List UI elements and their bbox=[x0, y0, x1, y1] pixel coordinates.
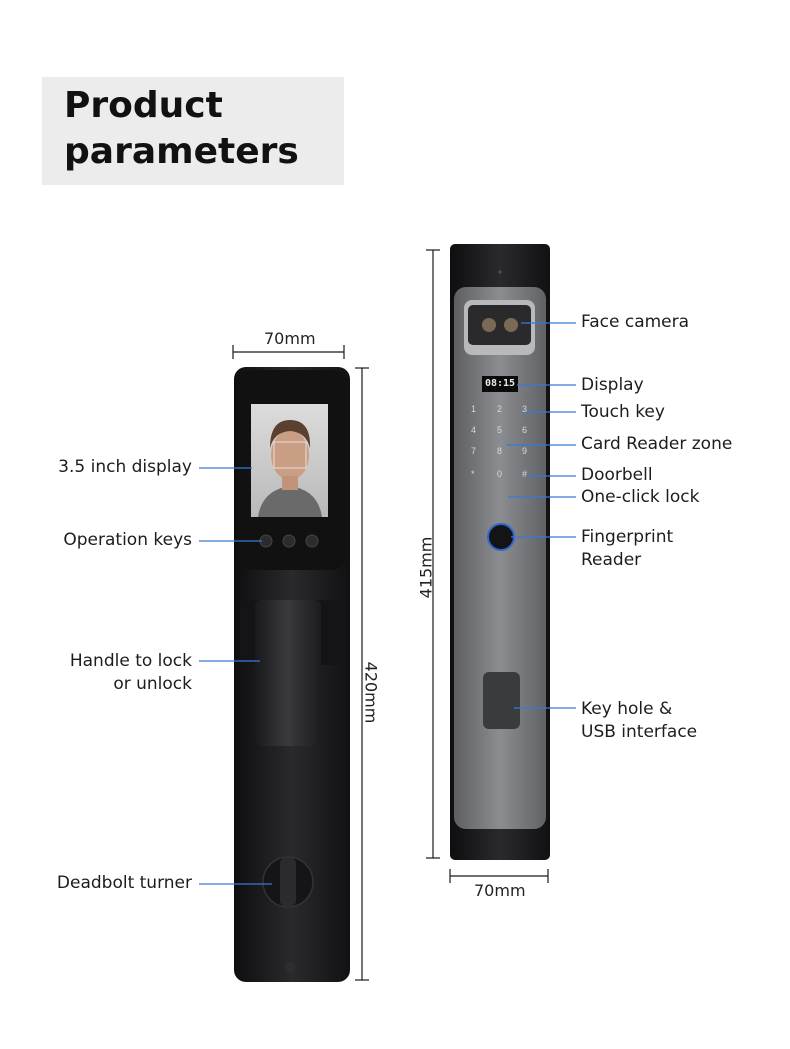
fingerprint-reader bbox=[487, 523, 515, 551]
key-5: 5 bbox=[497, 425, 503, 435]
page-title: Product parameters bbox=[64, 85, 299, 172]
mini-display-time: 08:15 bbox=[484, 378, 516, 389]
callout-display: Display bbox=[581, 375, 644, 395]
callout-operation-keys: Operation keys bbox=[63, 530, 192, 550]
face-camera bbox=[464, 300, 535, 355]
key-0: 0 bbox=[497, 469, 503, 479]
right-height-label: 415mm bbox=[416, 536, 436, 599]
key-2: 2 bbox=[497, 404, 503, 414]
keyhole-cover bbox=[483, 672, 520, 729]
callout-card-reader-zone: Card Reader zone bbox=[581, 434, 733, 454]
deadbolt-turner bbox=[262, 856, 314, 908]
keypad: 1 2 3 4 5 6 7 8 9 * 0 # bbox=[467, 404, 535, 482]
callout-handle: Handle to lock or unlock bbox=[69, 651, 192, 694]
callout-deadbolt-turner: Deadbolt turner bbox=[56, 873, 192, 893]
callout-3-5-inch-display: 3.5 inch display bbox=[58, 457, 192, 477]
right-width-label: 70mm bbox=[474, 881, 526, 900]
face-display-screen bbox=[251, 404, 328, 517]
key-hash: # bbox=[522, 469, 528, 479]
callout-one-click-lock: One-click lock bbox=[581, 487, 700, 507]
callout-lines bbox=[199, 322, 576, 885]
key-9: 9 bbox=[522, 446, 528, 456]
key-6: 6 bbox=[522, 425, 528, 435]
callout-doorbell: Doorbell bbox=[581, 465, 653, 485]
callout-touch-key: Touch key bbox=[581, 402, 665, 422]
handle bbox=[240, 600, 340, 746]
screw bbox=[285, 962, 295, 972]
callout-fingerprint-reader: Fingerprint Reader bbox=[581, 527, 674, 570]
right-lock bbox=[450, 244, 550, 860]
title-box: Product parameters bbox=[42, 77, 344, 185]
key-8: 8 bbox=[497, 446, 503, 456]
dimension-lines bbox=[232, 249, 549, 981]
left-height-label: 420mm bbox=[361, 661, 381, 724]
callout-key-hole-usb: Key hole & USB interface bbox=[581, 699, 698, 742]
left-width-label: 70mm bbox=[264, 329, 316, 348]
key-3: 3 bbox=[522, 404, 528, 414]
key-1: 1 bbox=[471, 404, 477, 414]
key-7: 7 bbox=[471, 446, 477, 456]
key-4: 4 bbox=[471, 425, 477, 435]
callout-face-camera: Face camera bbox=[581, 312, 690, 332]
left-lock bbox=[234, 367, 350, 982]
operation-keys bbox=[259, 534, 319, 548]
mini-display bbox=[482, 376, 518, 392]
key-star: * bbox=[471, 469, 475, 479]
